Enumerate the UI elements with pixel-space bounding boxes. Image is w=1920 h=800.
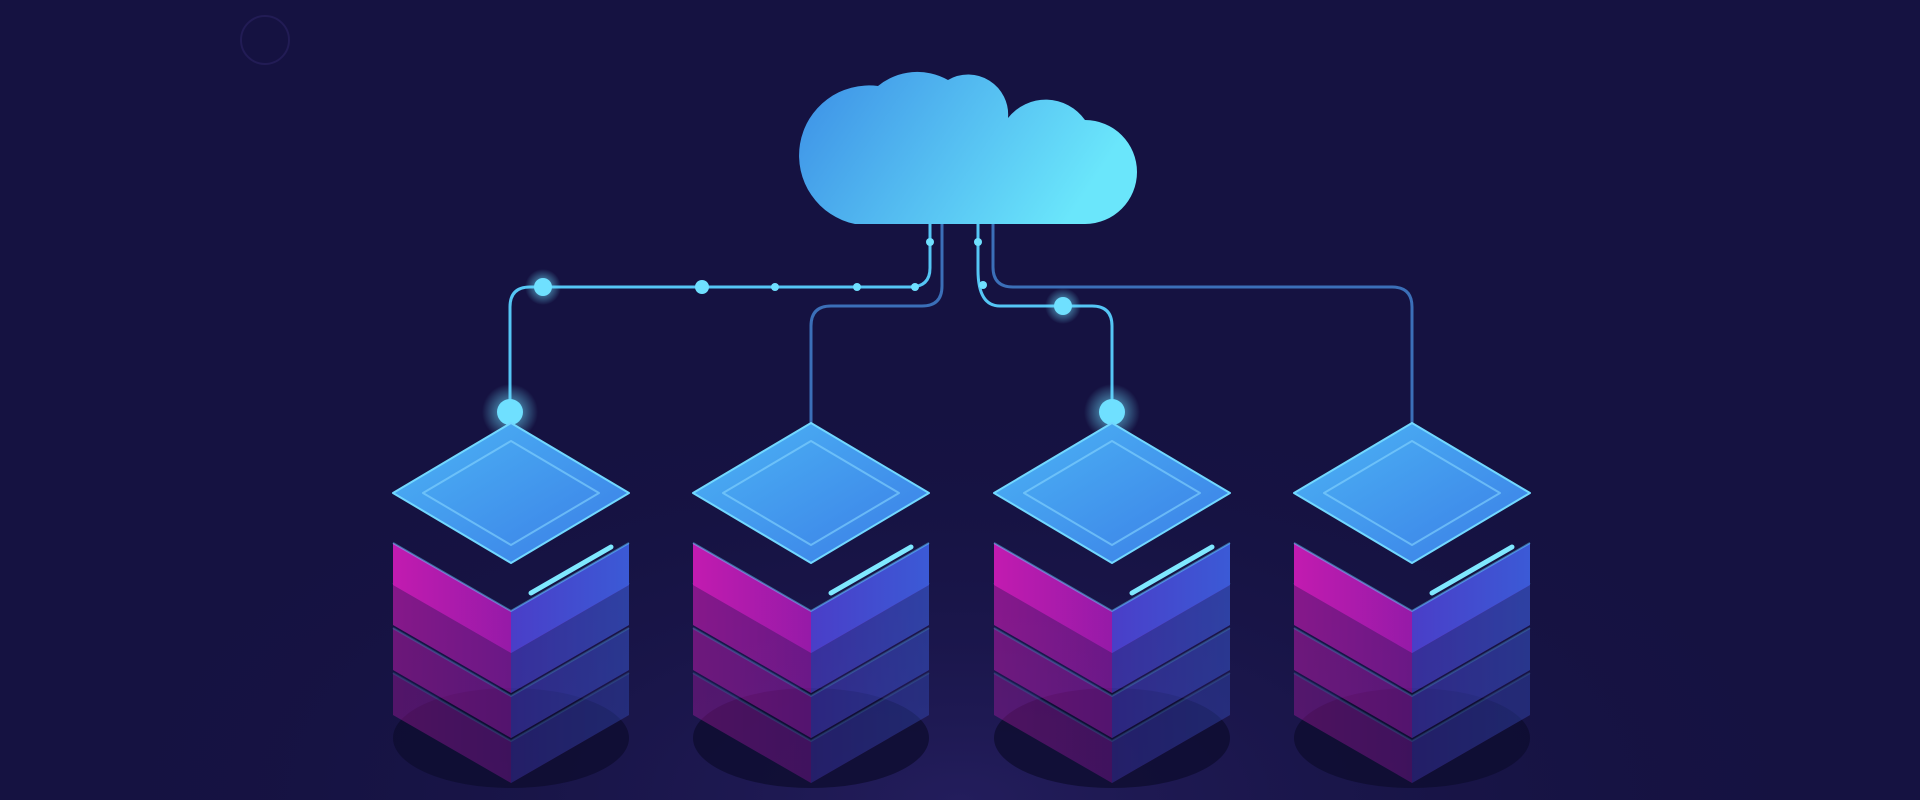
node-dot	[695, 280, 709, 294]
node-dot	[497, 399, 523, 425]
node-dot	[1054, 297, 1072, 315]
node-dot	[926, 238, 934, 246]
node-dot	[853, 283, 861, 291]
connector-server-4	[991, 222, 1414, 424]
connector-server-1	[508, 222, 932, 414]
node-dot	[911, 283, 919, 291]
connector-server-2	[809, 222, 944, 424]
connector-nodes	[482, 238, 1140, 440]
cloud-icon	[799, 71, 1137, 224]
node-dot	[979, 281, 987, 289]
node-dot	[534, 278, 552, 296]
node-dot	[1099, 399, 1125, 425]
node-dot	[974, 238, 982, 246]
floor-glow	[0, 380, 1920, 800]
node-dot	[771, 283, 779, 291]
decorative-ring	[240, 15, 290, 65]
